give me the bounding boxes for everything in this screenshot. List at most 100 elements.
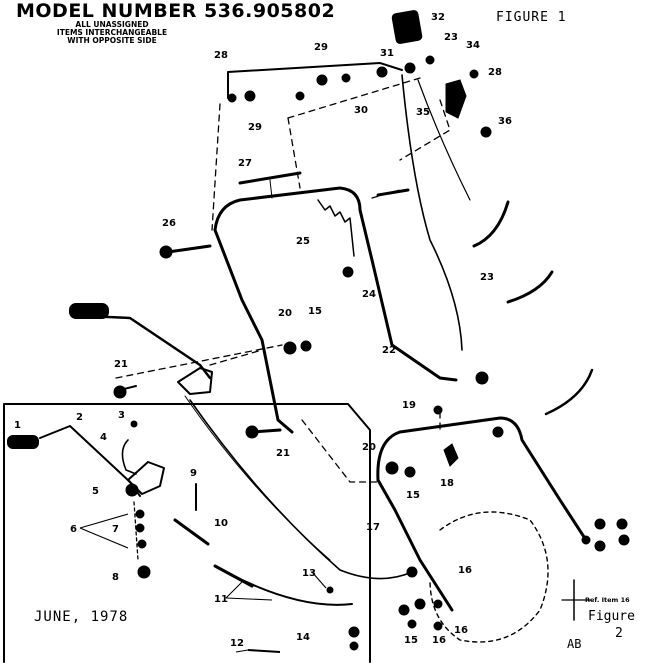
- reference-note: Ref. Item 16: [585, 596, 630, 604]
- figure-2-label: Figure: [588, 609, 635, 624]
- callout-29b: 29: [314, 42, 328, 53]
- callout-7: 7: [112, 524, 119, 535]
- spring-clip: [121, 439, 137, 475]
- nut-28: [469, 69, 479, 79]
- callout-1: 1: [14, 420, 21, 431]
- note-line-2: ITEMS INTERCHANGEABLE: [56, 28, 168, 37]
- callout-21a: 21: [114, 359, 128, 370]
- control-cable: [401, 74, 463, 351]
- lower-handle: [376, 416, 588, 542]
- nut-29b: [316, 74, 328, 86]
- callout-15a: 15: [308, 306, 322, 317]
- cover-arc-1: [472, 200, 510, 248]
- callout-23b: 23: [480, 272, 494, 283]
- nut-30: [295, 91, 305, 101]
- nut-29: [244, 90, 256, 102]
- shift-rod: [173, 518, 210, 546]
- nut-36: [480, 126, 492, 138]
- callout-8: 8: [112, 572, 119, 583]
- callout-13: 13: [302, 568, 316, 579]
- bolt-head-26: [159, 245, 173, 259]
- nut-19: [433, 405, 443, 415]
- callout-20b: 20: [362, 442, 376, 453]
- callout-36: 36: [498, 116, 512, 127]
- shift-link: [229, 573, 353, 606]
- callout-32: 32: [431, 12, 445, 23]
- figure-2-number: 2: [615, 626, 623, 641]
- callout-21b: 21: [276, 448, 290, 459]
- callout-25: 25: [296, 236, 310, 247]
- washer-15c: [407, 619, 417, 629]
- crossbar: [238, 171, 302, 185]
- callout-3: 3: [118, 410, 125, 421]
- callout-27: 27: [238, 158, 252, 169]
- nut-5: [125, 483, 139, 497]
- page-code: AB: [567, 637, 582, 651]
- nut-8: [137, 565, 151, 579]
- washer-7: [135, 523, 145, 533]
- callout-34: 34: [466, 40, 480, 51]
- drive-cable-lower: [189, 399, 413, 580]
- drive-lever: [84, 314, 212, 380]
- callout-9: 9: [190, 468, 197, 479]
- callout-26: 26: [162, 218, 176, 229]
- callout-15b: 15: [406, 490, 420, 501]
- cover-arc-3: [544, 368, 594, 416]
- washer-15b: [404, 466, 416, 478]
- nut-20b: [385, 461, 399, 475]
- callout-6: 6: [70, 524, 77, 535]
- lower-handle-left-leg: [376, 478, 454, 612]
- callout-23a: 23: [444, 32, 458, 43]
- lever-bracket: [177, 367, 213, 395]
- callout-14: 14: [296, 632, 310, 643]
- main-handle-left-leg: [213, 228, 294, 434]
- callout-16a: 16: [432, 635, 446, 646]
- callout-20a: 20: [278, 308, 292, 319]
- shift-lever: [39, 425, 141, 497]
- callout-30: 30: [354, 105, 368, 116]
- shift-lever-grip: [7, 435, 39, 449]
- shift-bracket: [127, 461, 165, 495]
- cover-arc-2: [506, 270, 554, 304]
- pin-12: [247, 649, 281, 653]
- callout-2: 2: [76, 412, 83, 423]
- nut-16c: [433, 621, 443, 631]
- callout-16b: 16: [454, 625, 468, 636]
- callout-18: 18: [440, 478, 454, 489]
- nut-31: [376, 66, 388, 78]
- callout-31: 31: [380, 48, 394, 59]
- upper-handle-bar: [227, 62, 403, 99]
- callout-19: 19: [402, 400, 416, 411]
- callout-15c: 15: [404, 635, 418, 646]
- main-handle: [213, 186, 458, 382]
- nut-20a: [283, 341, 297, 355]
- washer-15a: [300, 340, 312, 352]
- note-line-1: ALL UNASSIGNED: [75, 20, 149, 29]
- pin-13: [326, 586, 334, 594]
- callout-10: 10: [214, 518, 228, 529]
- callout-22: 22: [382, 345, 396, 356]
- callout-5: 5: [92, 486, 99, 497]
- figure-2-frame: [3, 403, 371, 663]
- note-line-3: WITH OPPOSITE SIDE: [67, 36, 157, 45]
- callout-11: 11: [214, 594, 228, 605]
- callout-16c: 16: [458, 565, 472, 576]
- callout-12: 12: [230, 638, 244, 649]
- handle-spring: [317, 199, 355, 257]
- bolt-head-21: [245, 425, 259, 439]
- clip-3: [130, 420, 138, 428]
- callout-28b: 28: [488, 67, 502, 78]
- callout-29a: 29: [248, 122, 262, 133]
- throttle-cable: [417, 79, 471, 201]
- figure-1-label: FIGURE 1: [496, 10, 567, 25]
- date-label: JUNE, 1978: [34, 609, 129, 625]
- callout-4: 4: [100, 432, 107, 443]
- model-number-title: MODEL NUMBER 536.905802: [16, 0, 336, 22]
- knob-18: [443, 443, 459, 467]
- washer-34: [425, 55, 435, 65]
- knob-32: [391, 10, 423, 44]
- drive-lever-grip: [69, 303, 109, 319]
- nut-14: [348, 626, 360, 638]
- callout-35: 35: [416, 107, 430, 118]
